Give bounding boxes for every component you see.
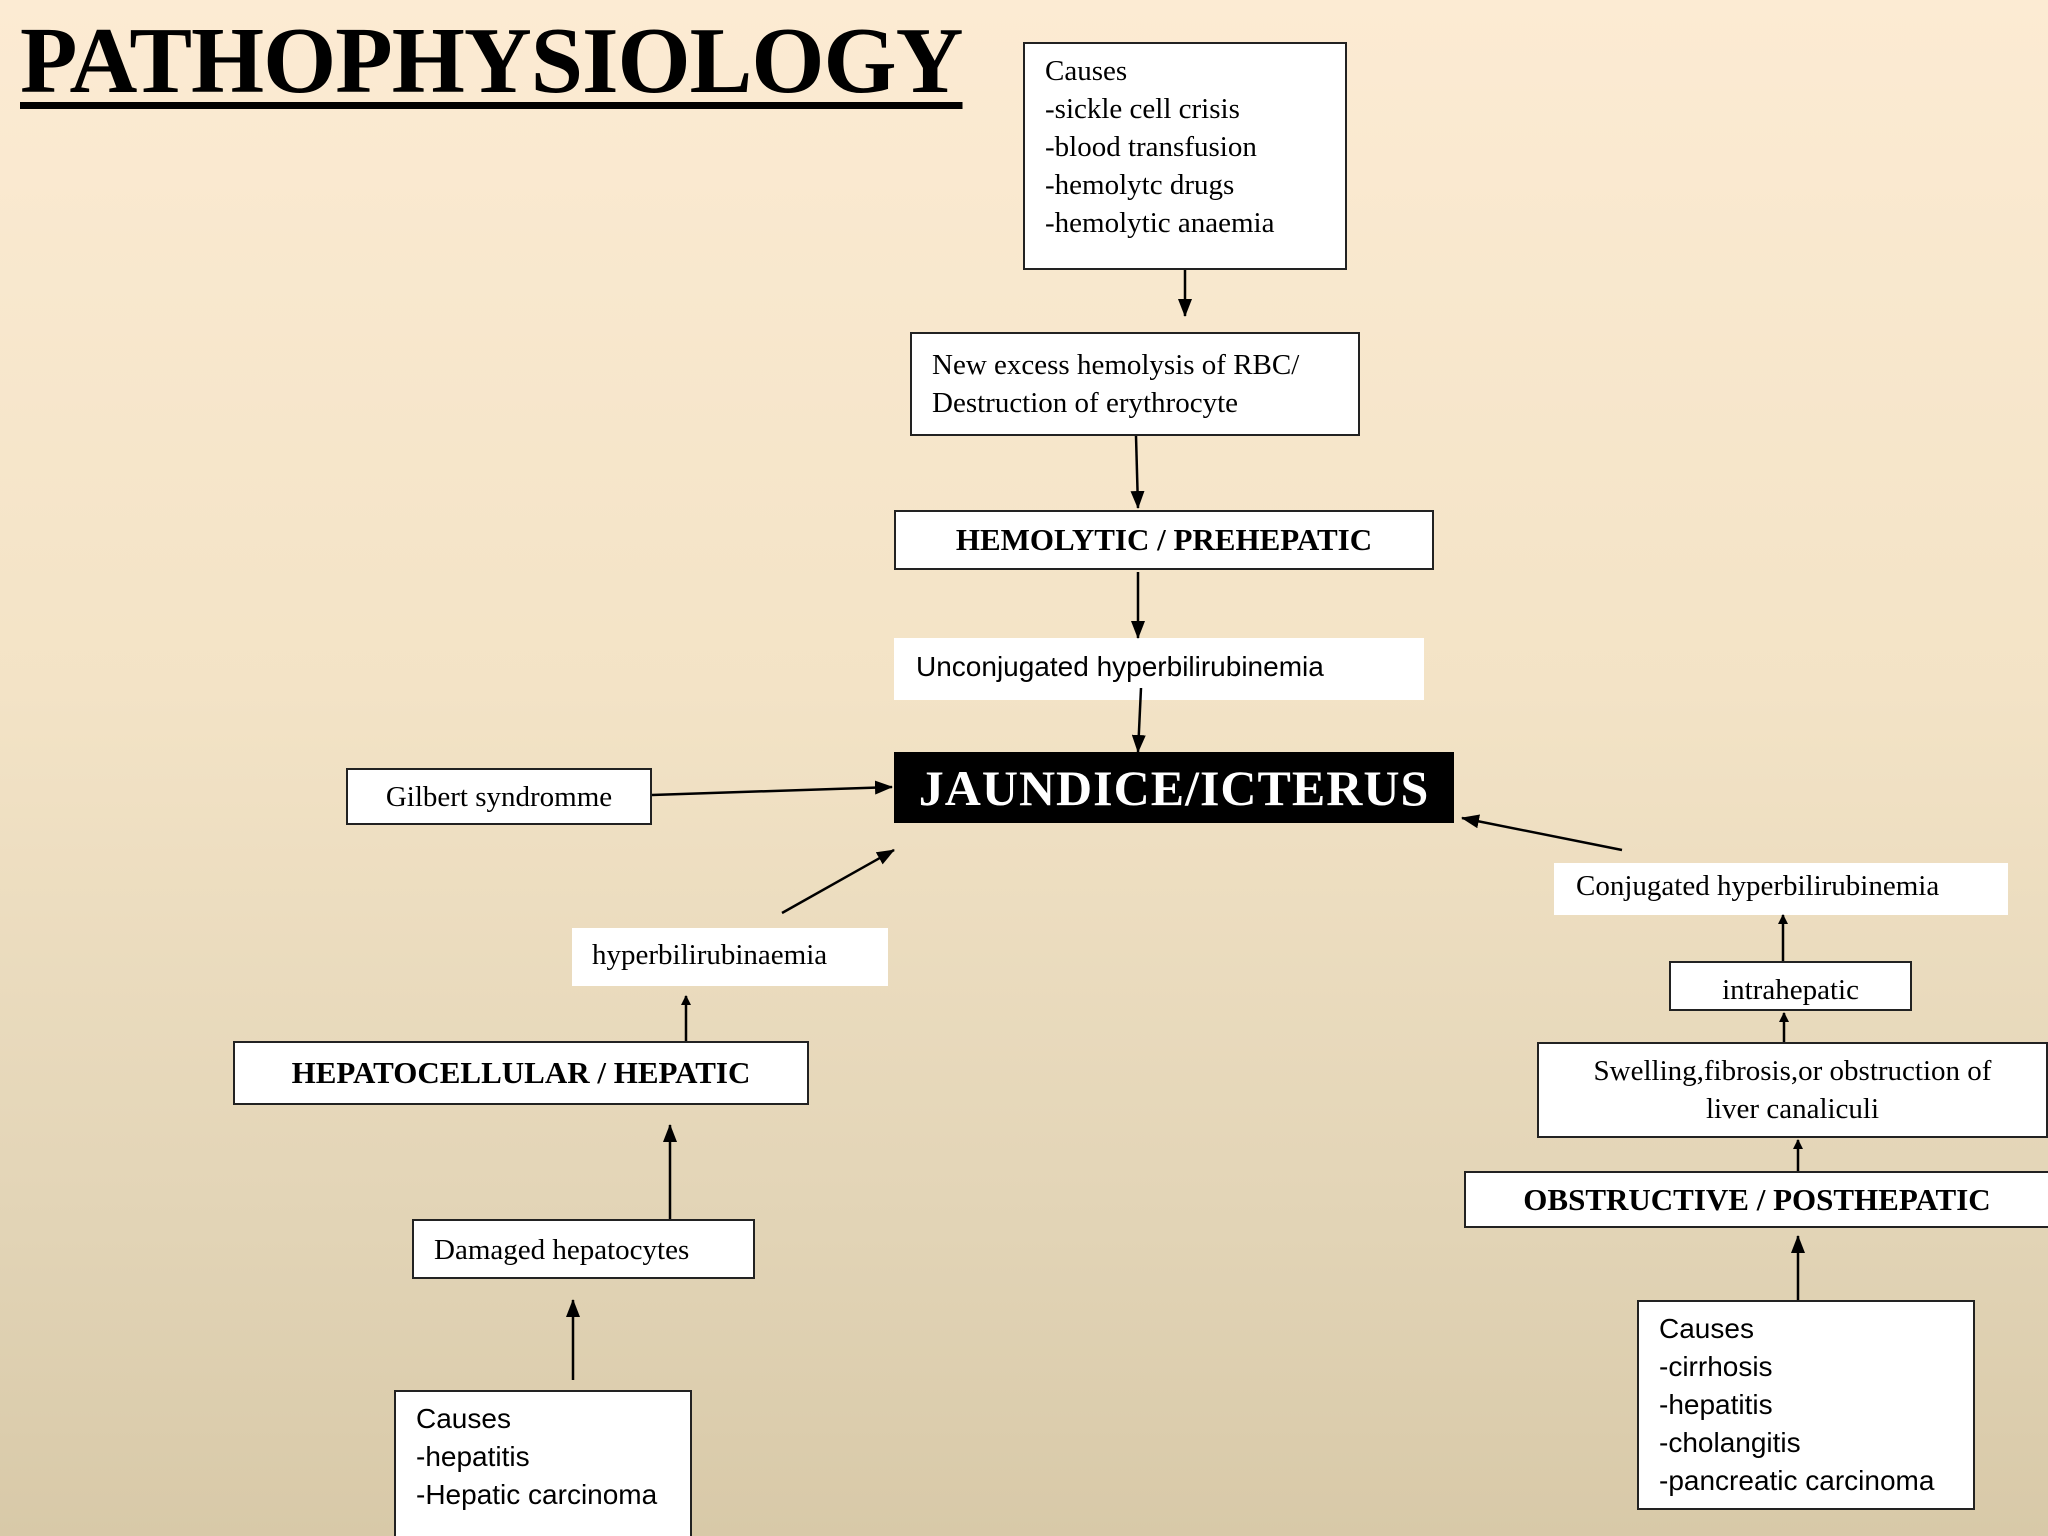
hepatic-cause-item: -hepatitis xyxy=(416,1441,530,1472)
prehepatic-cause-item: -hemolytic anaemia xyxy=(1045,207,1275,239)
prehepatic-mechanism-line: Destruction of erythrocyte xyxy=(932,387,1239,419)
conjugated-result-label: Conjugated hyperbilirubinemia xyxy=(1576,870,1940,902)
posthepatic-mechanism-line: liver canaliculi xyxy=(1705,1093,1880,1125)
posthepatic-type-box: OBSTRUCTIVE / POSTHEPATIC xyxy=(1464,1171,2048,1228)
prehepatic-causes-box: Causes -sickle cell crisis -blood transf… xyxy=(1023,42,1347,270)
prehepatic-mechanism-box: New excess hemolysis of RBC/ Destruction… xyxy=(910,332,1360,436)
arrow-unconjugated-to-jaundice xyxy=(1131,687,1146,753)
hepatic-mechanism-box: Damaged hepatocytes xyxy=(412,1219,755,1279)
hepatic-result-box: hyperbilirubinaemia xyxy=(572,928,888,986)
intrahepatic-label: intrahepatic xyxy=(1722,974,1859,1006)
unconjugated-result-label: Unconjugated hyperbilirubinemia xyxy=(916,651,1324,682)
hepatic-type-label: HEPATOCELLULAR / HEPATIC xyxy=(291,1055,751,1090)
intrahepatic-box: intrahepatic xyxy=(1669,961,1912,1011)
hepatic-cause-item: -Hepatic carcinoma xyxy=(416,1479,658,1510)
prehepatic-cause-item: -hemolytc drugs xyxy=(1045,169,1235,201)
prehepatic-mechanism-line: New excess hemolysis of RBC/ xyxy=(932,349,1300,381)
posthepatic-cause-item: -cirrhosis xyxy=(1659,1351,1773,1382)
prehepatic-type-box: HEMOLYTIC / PREHEPATIC xyxy=(894,510,1434,570)
prehepatic-type-label: HEMOLYTIC / PREHEPATIC xyxy=(955,522,1373,557)
hepatic-causes-heading: Causes xyxy=(416,1403,511,1434)
hepatic-causes-box: Causes -hepatitis -Hepatic carcinoma xyxy=(394,1390,692,1536)
posthepatic-causes-box: Causes -cirrhosis -hepatitis -cholangiti… xyxy=(1637,1300,1975,1510)
gilbert-syndrome-label: Gilbert syndromme xyxy=(385,780,613,813)
arrow-gilbert-to-jaundice xyxy=(651,780,893,797)
arrow-conjugated-to-jaundice xyxy=(1461,814,1623,852)
prehepatic-causes-heading: Causes xyxy=(1045,55,1128,87)
arrow-hyperbilirubinaemia-to-jaundice xyxy=(781,848,895,915)
hepatic-type-box: HEPATOCELLULAR / HEPATIC xyxy=(233,1041,809,1105)
posthepatic-cause-item: -pancreatic carcinoma xyxy=(1659,1465,1935,1496)
jaundice-icterus-label: JAUNDICE/ICTERUS xyxy=(918,759,1430,816)
posthepatic-type-label: OBSTRUCTIVE / POSTHEPATIC xyxy=(1523,1181,1991,1217)
hepatic-mechanism-label: Damaged hepatocytes xyxy=(434,1234,690,1266)
posthepatic-mechanism-line: Swelling,fibrosis,or obstruction of xyxy=(1593,1055,1992,1087)
posthepatic-mechanism-box: Swelling,fibrosis,or obstruction of live… xyxy=(1537,1042,2048,1138)
unconjugated-result-box: Unconjugated hyperbilirubinemia xyxy=(894,638,1424,700)
page-title: PATHOPHYSIOLOGY xyxy=(20,9,963,113)
posthepatic-cause-item: -cholangitis xyxy=(1659,1427,1801,1458)
posthepatic-cause-item: -hepatitis xyxy=(1659,1389,1773,1420)
gilbert-syndrome-box: Gilbert syndromme xyxy=(346,768,652,825)
posthepatic-causes-heading: Causes xyxy=(1659,1313,1754,1344)
prehepatic-cause-item: -blood transfusion xyxy=(1045,131,1257,163)
conjugated-result-box: Conjugated hyperbilirubinemia xyxy=(1554,863,2008,915)
hepatic-result-label: hyperbilirubinaemia xyxy=(592,939,828,971)
jaundice-icterus-box: JAUNDICE/ICTERUS xyxy=(894,752,1454,823)
prehepatic-cause-item: -sickle cell crisis xyxy=(1045,93,1240,125)
arrow-hemolysis-to-prehepatic xyxy=(1130,435,1145,509)
